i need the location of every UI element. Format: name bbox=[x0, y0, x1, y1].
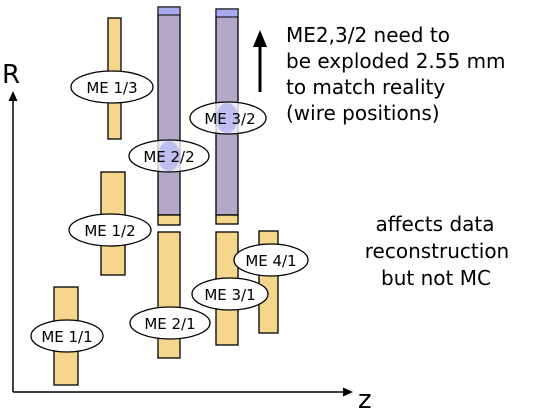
shift-up-arrow bbox=[253, 30, 267, 92]
label-me41-text: ME 4/1 bbox=[245, 252, 296, 270]
label-me11: ME 1/1 bbox=[30, 319, 104, 353]
label-me21: ME 2/1 bbox=[129, 306, 211, 340]
label-me31-oval bbox=[191, 277, 269, 311]
chamber-me32-base bbox=[215, 214, 239, 225]
label-me12-oval bbox=[68, 213, 152, 247]
annotation-line-4: (wire positions) bbox=[286, 101, 440, 125]
note-line-1: affects data bbox=[375, 212, 494, 236]
z-axis-arrowhead bbox=[343, 387, 353, 397]
z-axis-label: z bbox=[358, 385, 372, 413]
label-me31: ME 3/1 bbox=[191, 277, 269, 311]
label-me13-text: ME 1/3 bbox=[86, 79, 137, 97]
annotation-line-1: ME2,3/2 need to bbox=[286, 23, 450, 47]
shift-arrow-head bbox=[253, 30, 267, 47]
r-axis-label: R bbox=[2, 60, 20, 90]
note-line-2: reconstruction bbox=[365, 239, 509, 263]
label-me32-text: ME 3/2 bbox=[204, 110, 255, 128]
label-me22: ME 2/2 bbox=[128, 139, 210, 173]
chamber-me22 bbox=[157, 6, 181, 216]
label-me13-oval bbox=[70, 70, 154, 104]
chamber-me22-shift-cap bbox=[157, 6, 181, 16]
label-me41-oval bbox=[233, 243, 309, 277]
label-me32-highlight bbox=[216, 103, 238, 133]
label-me31-text: ME 3/1 bbox=[204, 286, 255, 304]
axes: R z bbox=[2, 60, 372, 413]
r-axis-arrowhead bbox=[8, 91, 18, 101]
label-me22-text: ME 2/2 bbox=[143, 148, 194, 166]
annotation-line-2: be exploded 2.55 mm bbox=[286, 49, 506, 73]
chamber-me32-shift-cap bbox=[215, 8, 239, 18]
label-me12-text: ME 1/2 bbox=[84, 222, 135, 240]
label-me21-oval bbox=[129, 306, 211, 340]
label-me21-text: ME 2/1 bbox=[144, 315, 195, 333]
explode-annotation: ME2,3/2 need to be exploded 2.55 mm to m… bbox=[286, 23, 506, 125]
label-me32: ME 3/2 bbox=[189, 101, 267, 135]
chamber-labels: ME 1/3 ME 2/2 ME 3/2 ME 1/2 ME 4/1 ME 3/… bbox=[30, 70, 309, 353]
label-me22-highlight bbox=[158, 141, 180, 171]
label-me11-text: ME 1/1 bbox=[41, 328, 92, 346]
note-line-3: but not MC bbox=[381, 266, 491, 290]
label-me12: ME 1/2 bbox=[68, 213, 152, 247]
label-me41: ME 4/1 bbox=[233, 243, 309, 277]
annotation-line-3: to match reality bbox=[286, 75, 445, 99]
chamber-me22-base bbox=[157, 214, 181, 226]
reconstruction-note: affects data reconstruction but not MC bbox=[365, 212, 509, 290]
label-me13: ME 1/3 bbox=[70, 70, 154, 104]
label-me11-oval bbox=[30, 319, 104, 353]
